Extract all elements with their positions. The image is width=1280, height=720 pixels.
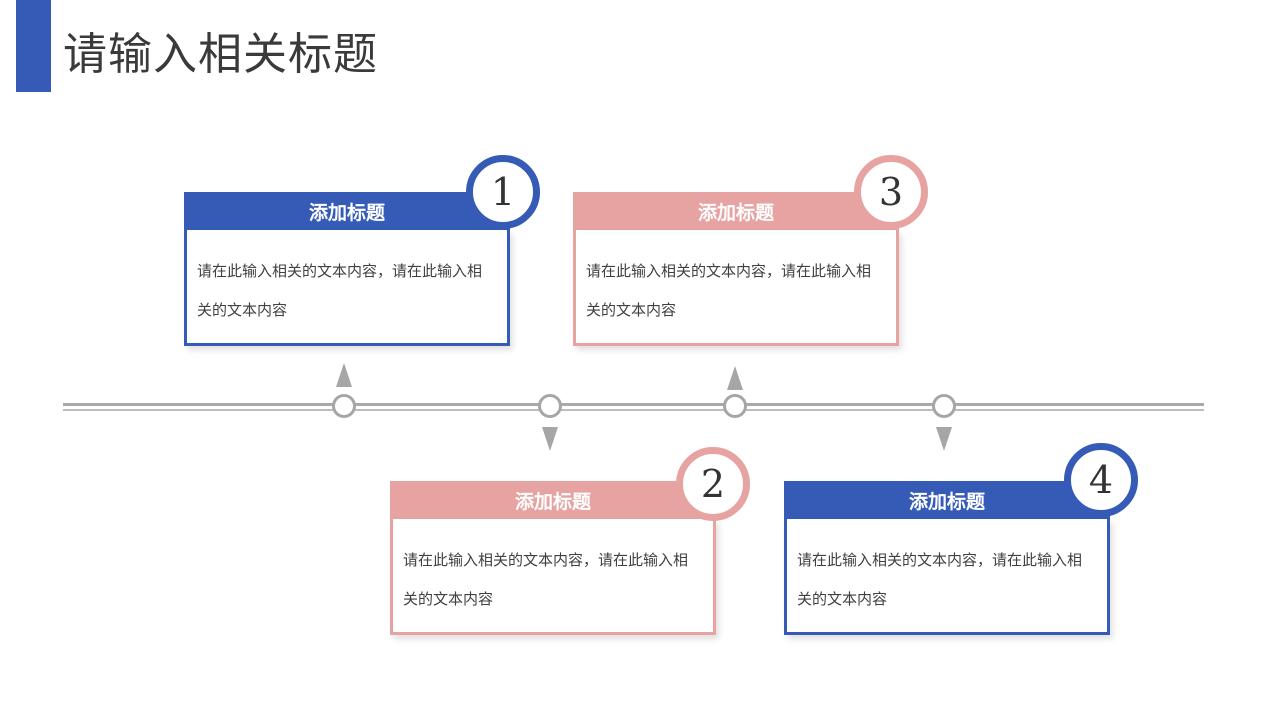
timeline-line-secondary (63, 409, 1204, 411)
timeline-line (63, 403, 1204, 406)
step-number-badge: 2 (676, 447, 750, 521)
step-card-body: 请在此输入相关的文本内容，请在此输入相关的文本内容 (390, 519, 716, 635)
timeline-node-1 (332, 394, 356, 418)
timeline-node-2 (538, 394, 562, 418)
step-card-3: 添加标题 请在此输入相关的文本内容，请在此输入相关的文本内容 3 (573, 155, 928, 346)
arrow-down-icon (542, 427, 558, 451)
step-card-header: 添加标题 (184, 192, 510, 232)
step-card-2: 添加标题 请在此输入相关的文本内容，请在此输入相关的文本内容 2 (390, 447, 750, 635)
page-title: 请输入相关标题 (63, 29, 378, 80)
step-card-header: 添加标题 (390, 481, 716, 521)
step-card-body: 请在此输入相关的文本内容，请在此输入相关的文本内容 (573, 230, 899, 346)
timeline-node-4 (932, 394, 956, 418)
arrow-down-icon (936, 427, 952, 451)
step-card-1: 添加标题 请在此输入相关的文本内容，请在此输入相关的文本内容 1 (184, 155, 540, 346)
title-accent-bar (16, 0, 51, 92)
step-card-body: 请在此输入相关的文本内容，请在此输入相关的文本内容 (784, 519, 1110, 635)
arrow-up-icon (336, 363, 352, 387)
step-card-header: 添加标题 (784, 481, 1110, 521)
step-card-body: 请在此输入相关的文本内容，请在此输入相关的文本内容 (184, 230, 510, 346)
step-number-badge: 1 (466, 155, 540, 229)
arrow-up-icon (727, 366, 743, 390)
step-card-4: 添加标题 请在此输入相关的文本内容，请在此输入相关的文本内容 4 (784, 443, 1138, 635)
step-number-badge: 3 (854, 155, 928, 229)
timeline-node-3 (723, 394, 747, 418)
step-number-badge: 4 (1064, 443, 1138, 517)
step-card-header: 添加标题 (573, 192, 899, 232)
